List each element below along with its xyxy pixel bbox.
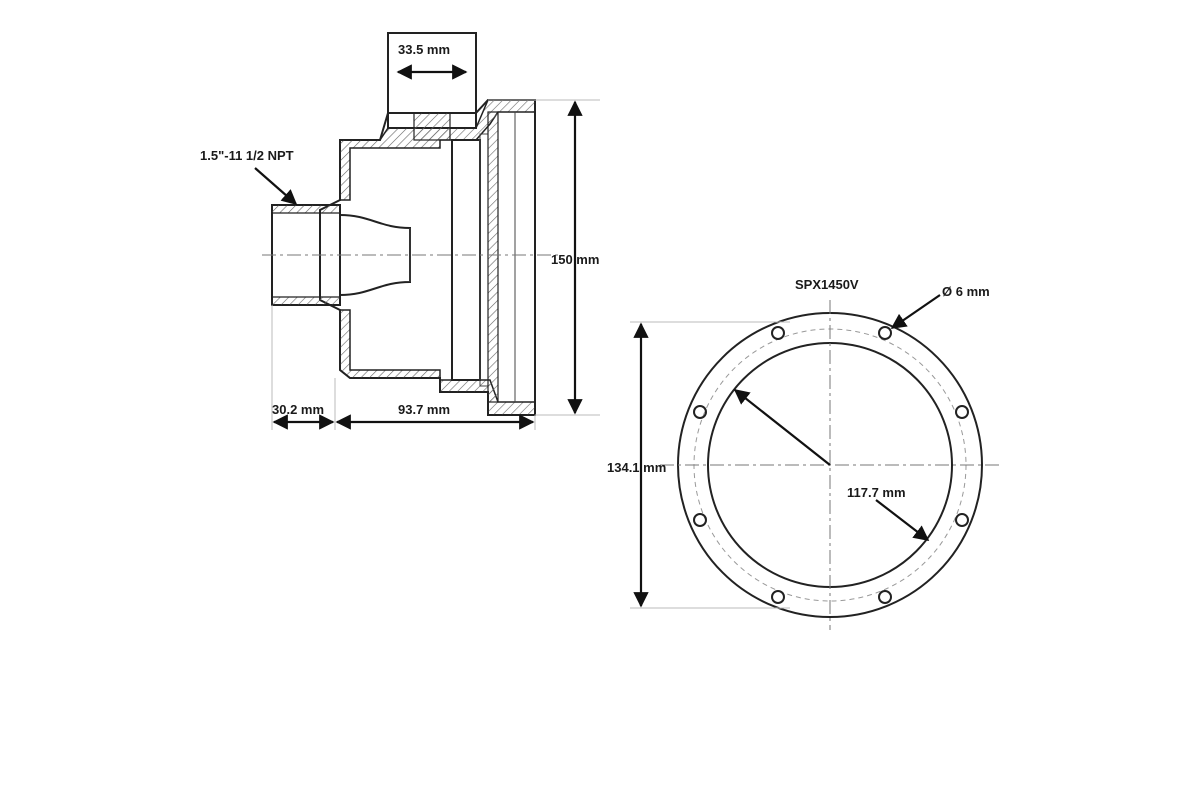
connector-pins (413, 112, 451, 141)
side-view: 33.5 mm 1.5"-11 1/2 NPT 150 mm 30.2 mm 9… (200, 32, 600, 430)
dim-body-label: 93.7 mm (398, 402, 450, 417)
hole-dia-label: Ø 6 mm (942, 284, 990, 299)
dim-inner-dia-label: 117.7 mm (847, 485, 906, 500)
dim-top-width-label: 33.5 mm (398, 42, 450, 57)
dim-outer-dia-label: 134.1 mm (607, 460, 666, 475)
dim-inner-dia-arrow-lower (875, 499, 930, 541)
bolt-hole (878, 590, 892, 604)
lens-ring (451, 139, 481, 381)
inlet-thread-top (271, 204, 341, 214)
front-view: SPX1450V Ø 6 mm 134.1 mm 117.7 mm (607, 277, 1000, 630)
bolt-holes (693, 326, 969, 604)
thread-ring (487, 111, 499, 403)
hole-dia-pointer (890, 294, 941, 329)
dim-height-label: 150 mm (551, 252, 599, 267)
dim-inner-dia-arrow-upper (733, 389, 831, 466)
gasket-ring (479, 133, 489, 387)
model-label: SPX1450V (795, 277, 859, 292)
bolt-hole (771, 326, 785, 340)
bolt-hole (955, 405, 969, 419)
dim-flange-label: 30.2 mm (272, 402, 324, 417)
bolt-hole (693, 405, 707, 419)
bolt-hole (693, 513, 707, 527)
bolt-hole (771, 590, 785, 604)
thread-pointer (254, 167, 298, 206)
inlet-thread-bottom (271, 296, 341, 306)
thread-label: 1.5"-11 1/2 NPT (200, 148, 294, 163)
bolt-hole (878, 326, 892, 340)
hatched-wall-bottom (339, 309, 536, 416)
bolt-hole (955, 513, 969, 527)
